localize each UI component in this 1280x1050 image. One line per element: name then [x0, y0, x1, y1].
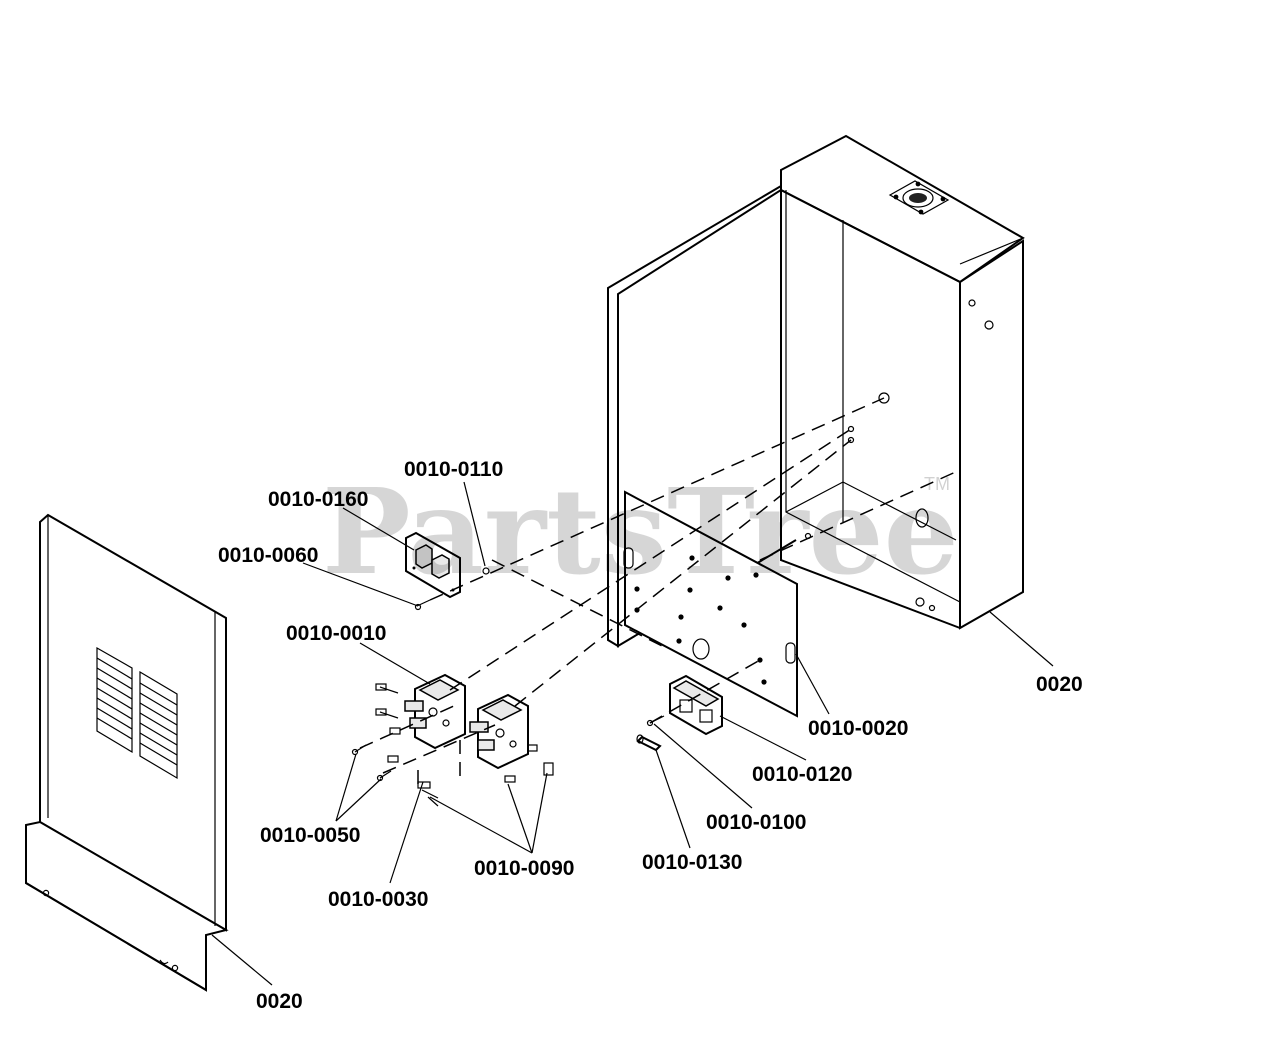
callout-0010-0090[interactable]: 0010-0090 [474, 857, 574, 880]
screw-icon [646, 715, 665, 727]
vent-louvers [96, 646, 178, 780]
assembly-lines [359, 397, 961, 790]
callout-0010-0030[interactable]: 0010-0030 [328, 888, 428, 911]
leader-lines [211, 481, 1054, 986]
fuse-holder[interactable] [669, 674, 723, 736]
screw-icon [414, 599, 431, 611]
callout-0010-0020[interactable]: 0010-0020 [808, 717, 908, 740]
callout-0010-0010[interactable]: 0010-0010 [286, 622, 386, 645]
fuse[interactable] [636, 734, 662, 752]
callout-0010-0160[interactable]: 0010-0160 [268, 488, 368, 511]
callout-0020-enclosure[interactable]: 0020 [1036, 673, 1083, 696]
callout-0010-0060[interactable]: 0010-0060 [218, 544, 318, 567]
callout-0010-0130[interactable]: 0010-0130 [642, 851, 742, 874]
watermark-text: PartsTree [322, 462, 959, 601]
circuit-board[interactable] [405, 531, 490, 611]
front-cover[interactable] [25, 513, 229, 992]
relay-block-left[interactable] [375, 673, 466, 750]
relay-block-right[interactable] [469, 693, 538, 770]
callout-0020-cover[interactable]: 0020 [256, 990, 303, 1013]
mounting-plate[interactable] [623, 490, 798, 718]
callout-0010-0120[interactable]: 0010-0120 [752, 763, 852, 786]
callout-0010-0110[interactable]: 0010-0110 [404, 458, 503, 481]
knockout-icon [888, 180, 950, 215]
callout-0010-0050[interactable]: 0010-0050 [260, 824, 360, 847]
callout-0010-0100[interactable]: 0010-0100 [706, 811, 806, 834]
watermark-trademark: TM [924, 474, 950, 494]
